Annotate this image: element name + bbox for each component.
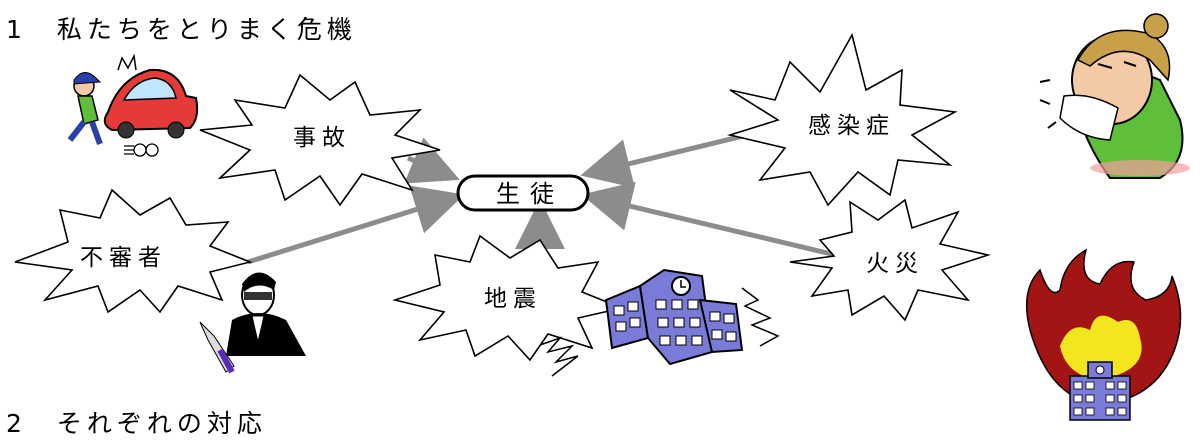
- center-node-box: [456, 174, 590, 212]
- school-building-illustration: [604, 268, 744, 366]
- burst-fire: [789, 198, 991, 322]
- arrow-accident: [404, 137, 460, 184]
- burst-earthquake: [392, 234, 625, 362]
- quake-shock-lines-1: [539, 336, 579, 377]
- burning-building-illustration: [1025, 248, 1182, 421]
- section-heading-2: 2 それぞれの対応: [6, 409, 267, 438]
- center-node-label: 生徒: [496, 180, 564, 208]
- burst-infection: [726, 32, 958, 207]
- arrow-intruder: [247, 185, 465, 265]
- hazard-label-accident: 事故: [293, 125, 351, 151]
- hazard-diagram: 1 私たちをとりまく危機 生徒: [6, 13, 1190, 438]
- burst-intruder: [14, 188, 253, 314]
- coughing-person-illustration: [1039, 13, 1190, 179]
- hazard-label-infection: 感染症: [808, 113, 895, 139]
- diagram-canvas: 生徒 事故 不審者 地震 感染症 火災: [14, 13, 1190, 421]
- arrow-fire: [581, 181, 841, 259]
- hazard-label-intruder: 不審者: [80, 245, 167, 271]
- suspicious-person-illustration: [199, 272, 306, 374]
- hazard-label-fire: 火災: [866, 251, 924, 277]
- car-accident-illustration: [67, 53, 199, 157]
- burst-accident: [199, 73, 441, 207]
- quake-shock-lines-2: [741, 287, 780, 347]
- section-heading-1: 1 私たちをとりまく危機: [6, 15, 357, 44]
- hazard-label-earthquake: 地震: [484, 286, 542, 312]
